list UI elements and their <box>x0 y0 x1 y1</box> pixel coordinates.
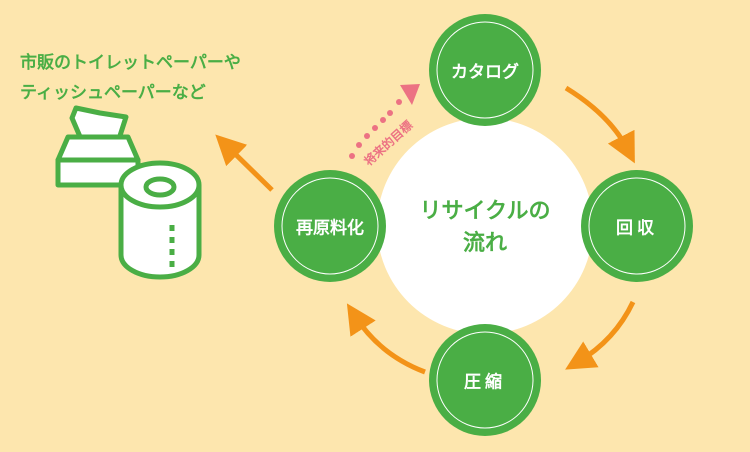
step-rematerialization: 再原料化 <box>296 218 364 239</box>
tissue-box-icon <box>55 105 141 188</box>
products-caption: 市販のトイレットペーパーや ティッシュペーパーなど <box>20 48 241 108</box>
arrow-catalog-to-collection <box>564 85 635 164</box>
center-title-line-2: 流れ <box>462 231 507 256</box>
center-title: リサイクルの 流れ <box>420 196 551 260</box>
caption-line-1: 市販のトイレットペーパーや <box>20 53 241 73</box>
toilet-paper-icon <box>118 160 202 280</box>
arrow-collection-to-compression <box>565 300 636 370</box>
step-catalog: カタログ <box>451 62 519 83</box>
center-title-line-1: リサイクルの <box>419 199 551 224</box>
step-collection: 回収 <box>616 218 658 239</box>
arrow-to-products <box>215 134 274 192</box>
arrow-compression-to-rematerial <box>346 303 426 375</box>
step-compression: 圧縮 <box>464 372 506 393</box>
center-circle <box>377 118 593 334</box>
caption-line-2: ティッシュペーパーなど <box>20 83 206 103</box>
future-goal-dotted-arrow <box>349 84 420 159</box>
step-circles <box>274 14 693 436</box>
